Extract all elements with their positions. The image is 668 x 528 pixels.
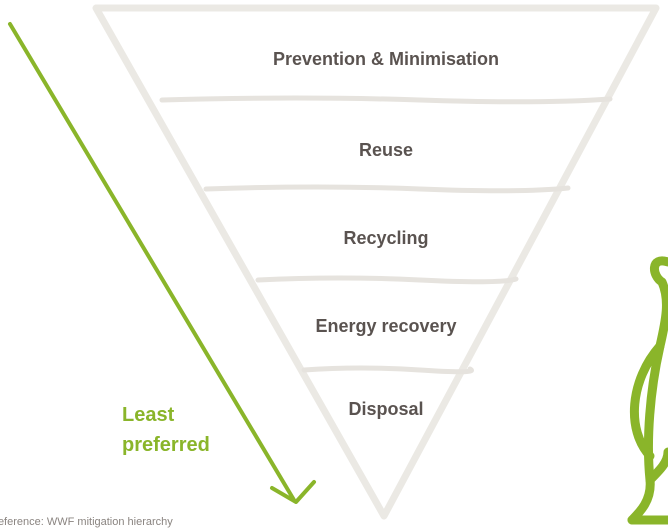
tier-label-disposal: Disposal [348,399,424,419]
tier-divider-3 [255,275,519,285]
least-preferred-label: Least preferred [122,400,210,460]
tier-label-energy-recovery: Energy recovery [315,316,457,336]
plant-doodle-icon [627,256,668,525]
tier-label-recycling: Recycling [343,228,429,248]
tier-divider-1 [159,95,613,105]
reference-note: Reference: WWF mitigation hierarchy [0,516,173,528]
tier-divider-2 [203,184,571,194]
tier-divider-4 [301,365,474,375]
least-preferred-line1: Least [122,404,175,426]
least-preferred-line2: preferred [122,434,210,456]
funnel-outline [92,4,660,520]
tier-label-reuse: Reuse [358,140,414,160]
tier-label-prevention: Prevention & Minimisation [272,49,500,69]
arrow-down-right-icon [8,22,316,504]
